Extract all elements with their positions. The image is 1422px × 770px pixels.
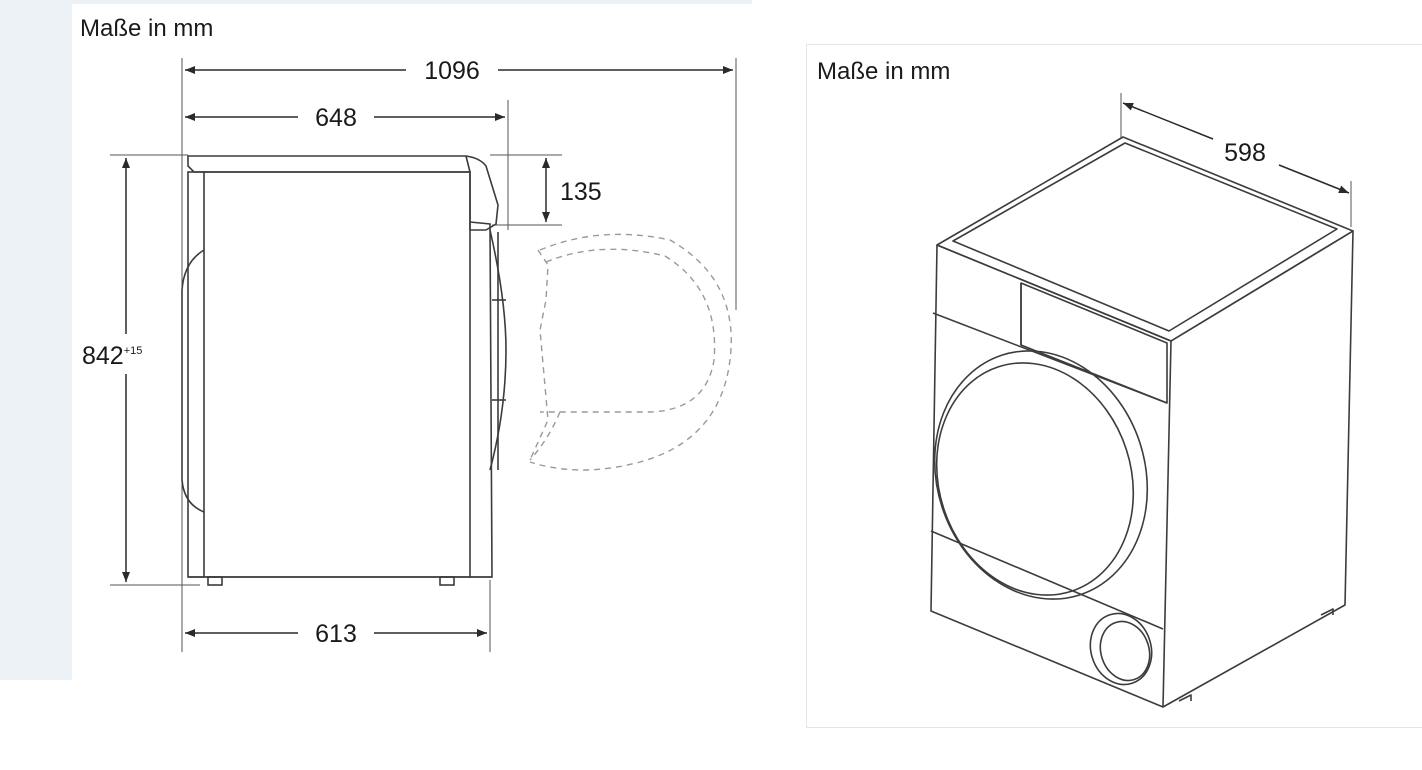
top-background-strip: [72, 0, 752, 4]
dim-base-depth-label: 613: [315, 620, 357, 648]
dim-height-tolerance: +15: [124, 345, 143, 357]
door-swing-outline: [529, 233, 732, 471]
side-background-strip: [0, 0, 72, 680]
side-view-caption: Maße in mm: [80, 15, 213, 42]
dim-height-label: 842+15: [82, 342, 142, 370]
perspective-view-drawing: Maße in mm 598: [817, 58, 1354, 708]
dim-top-depth: 648: [185, 104, 505, 132]
dryer-side-silhouette: [181, 155, 507, 586]
dim-height: 842+15: [82, 158, 142, 582]
perspective-view-panel: Maße in mm 598: [806, 44, 1422, 728]
side-view-panel: Maße in mm 1096 648 135: [72, 4, 752, 680]
dim-top-depth-label: 648: [315, 104, 357, 132]
dim-door-height-label: 135: [560, 178, 602, 206]
perspective-view-caption: Maße in mm: [817, 58, 950, 85]
dim-width-label: 598: [1224, 139, 1266, 167]
dim-width: 598: [1120, 93, 1352, 227]
dim-total-depth-label: 1096: [424, 57, 480, 85]
dryer-perspective: [930, 136, 1354, 708]
dim-door-height: 135: [542, 158, 602, 222]
dim-base-depth: 613: [185, 620, 487, 648]
dim-total-depth: 1096: [185, 57, 733, 85]
side-view-drawing: Maße in mm 1096 648 135: [80, 15, 737, 652]
